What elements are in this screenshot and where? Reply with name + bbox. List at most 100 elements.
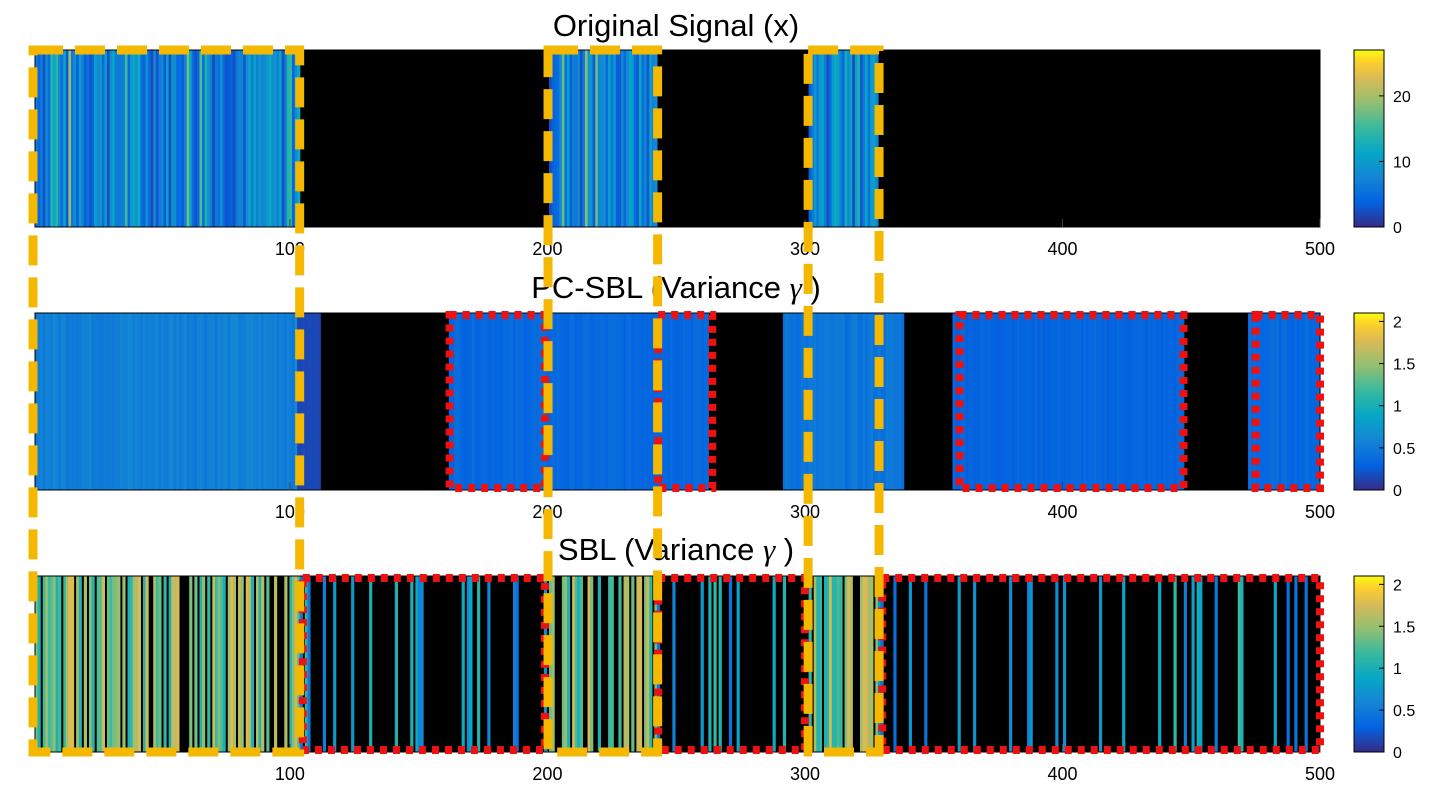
heatmap-cell: [222, 313, 226, 490]
heatmap-cell: [608, 50, 612, 227]
heatmap-cell: [677, 313, 681, 490]
heatmap-cell: [394, 576, 398, 752]
heatmap-cell: [469, 576, 473, 752]
heatmap-cell: [574, 576, 578, 752]
heatmap-cell: [63, 50, 67, 227]
heatmap-cell: [245, 576, 249, 752]
heatmap-cell: [292, 313, 296, 490]
heatmap-cell: [1101, 313, 1105, 490]
heatmap-cell: [584, 313, 589, 490]
heatmap-cell: [132, 50, 136, 227]
heatmap-cell: [1047, 313, 1051, 490]
heatmap-cell: [597, 576, 601, 752]
heatmap-cell: [1196, 576, 1200, 752]
heatmap-cell: [564, 313, 568, 490]
heatmap-cell: [1258, 313, 1262, 490]
heatmap-cell: [1178, 313, 1182, 490]
heatmap-cell: [636, 313, 640, 490]
heatmap-cell: [1163, 313, 1167, 490]
heatmap-cell: [127, 576, 131, 752]
heatmap-cell: [60, 50, 64, 227]
heatmap-cell: [171, 576, 175, 752]
heatmap-cell: [253, 313, 257, 490]
heatmap-cell: [572, 50, 576, 227]
heatmap-cell: [1083, 313, 1087, 490]
heatmap-cell: [1111, 313, 1115, 490]
heatmap-cell: [184, 50, 188, 227]
heatmap-cell: [315, 313, 319, 490]
heatmap-cell: [99, 576, 103, 752]
heatmap-cell: [240, 313, 244, 490]
heatmap-cell: [638, 576, 643, 752]
heatmap-cell: [829, 576, 833, 752]
heatmap-cell: [520, 313, 524, 490]
heatmap-cell: [821, 313, 825, 490]
x-tick-label: 100: [275, 764, 305, 784]
heatmap-cell: [189, 576, 193, 752]
colorbar-tick-label: 2: [1393, 577, 1402, 594]
heatmap-cell: [127, 50, 131, 227]
heatmap-cell: [610, 576, 614, 752]
heatmap-cell: [623, 576, 627, 752]
heatmap-cell: [692, 313, 697, 490]
heatmap-cell: [608, 576, 612, 752]
heatmap-cell: [135, 576, 139, 752]
heatmap-cell: [970, 313, 974, 490]
panel-title: Original Signal (x): [553, 8, 799, 43]
heatmap-cell: [672, 313, 676, 490]
heatmap-cell: [284, 576, 288, 752]
heatmap-cell: [1214, 576, 1218, 752]
heatmap-cell: [703, 313, 707, 490]
heatmap-cell: [615, 313, 619, 490]
heatmap-cell: [137, 50, 141, 227]
false-positive-box: [654, 311, 717, 492]
heatmap-cell: [646, 313, 650, 490]
heatmap-cell: [168, 576, 172, 752]
heatmap-cell: [633, 50, 637, 227]
heatmap-cell: [718, 576, 722, 752]
heatmap-cell: [266, 313, 270, 490]
heatmap-cell: [112, 576, 116, 752]
x-tick-label: 200: [532, 239, 562, 259]
heatmap-cell: [816, 313, 820, 490]
heatmap-cell: [541, 313, 545, 490]
heatmap-cell: [849, 50, 853, 227]
heatmap-cell: [83, 313, 87, 490]
heatmap-cell: [1009, 313, 1013, 490]
heatmap-cell: [248, 313, 252, 490]
heatmap-cell: [898, 313, 902, 490]
heatmap-cell: [800, 313, 805, 490]
heatmap-cell: [1271, 313, 1275, 490]
heatmap-cell: [1104, 313, 1108, 490]
colorbar-tick-label: 10: [1393, 154, 1411, 171]
heatmap-cell: [561, 313, 566, 490]
heatmap-cell: [235, 50, 239, 227]
heatmap-cell: [590, 313, 594, 490]
heatmap-cell: [1029, 313, 1033, 490]
heatmap-cell: [554, 50, 558, 227]
heatmap-cell: [196, 50, 201, 227]
heatmap-cell: [980, 313, 984, 490]
heatmap-cell: [1050, 313, 1054, 490]
heatmap-cell: [1001, 313, 1005, 490]
heatmap-cell: [836, 313, 841, 490]
heatmap-cell: [1253, 313, 1257, 490]
heatmap-cell: [68, 576, 72, 752]
heatmap-cell: [841, 50, 846, 227]
heatmap-original-signal: [34, 49, 1321, 228]
heatmap-cell: [286, 313, 291, 490]
heatmap-cell: [104, 50, 108, 227]
heatmap-cell: [214, 313, 219, 490]
heatmap-cell: [132, 576, 136, 752]
heatmap-cell: [1145, 313, 1149, 490]
heatmap-cell: [587, 313, 591, 490]
heatmap-cell: [1266, 313, 1270, 490]
heatmap-cell: [1096, 313, 1100, 490]
heatmap-cell: [1122, 576, 1126, 752]
heatmap-cell: [618, 313, 622, 490]
heatmap-cell: [700, 576, 704, 752]
heatmap-cell: [204, 50, 208, 227]
heatmap-cell: [991, 313, 995, 490]
heatmap-cell: [644, 313, 648, 490]
